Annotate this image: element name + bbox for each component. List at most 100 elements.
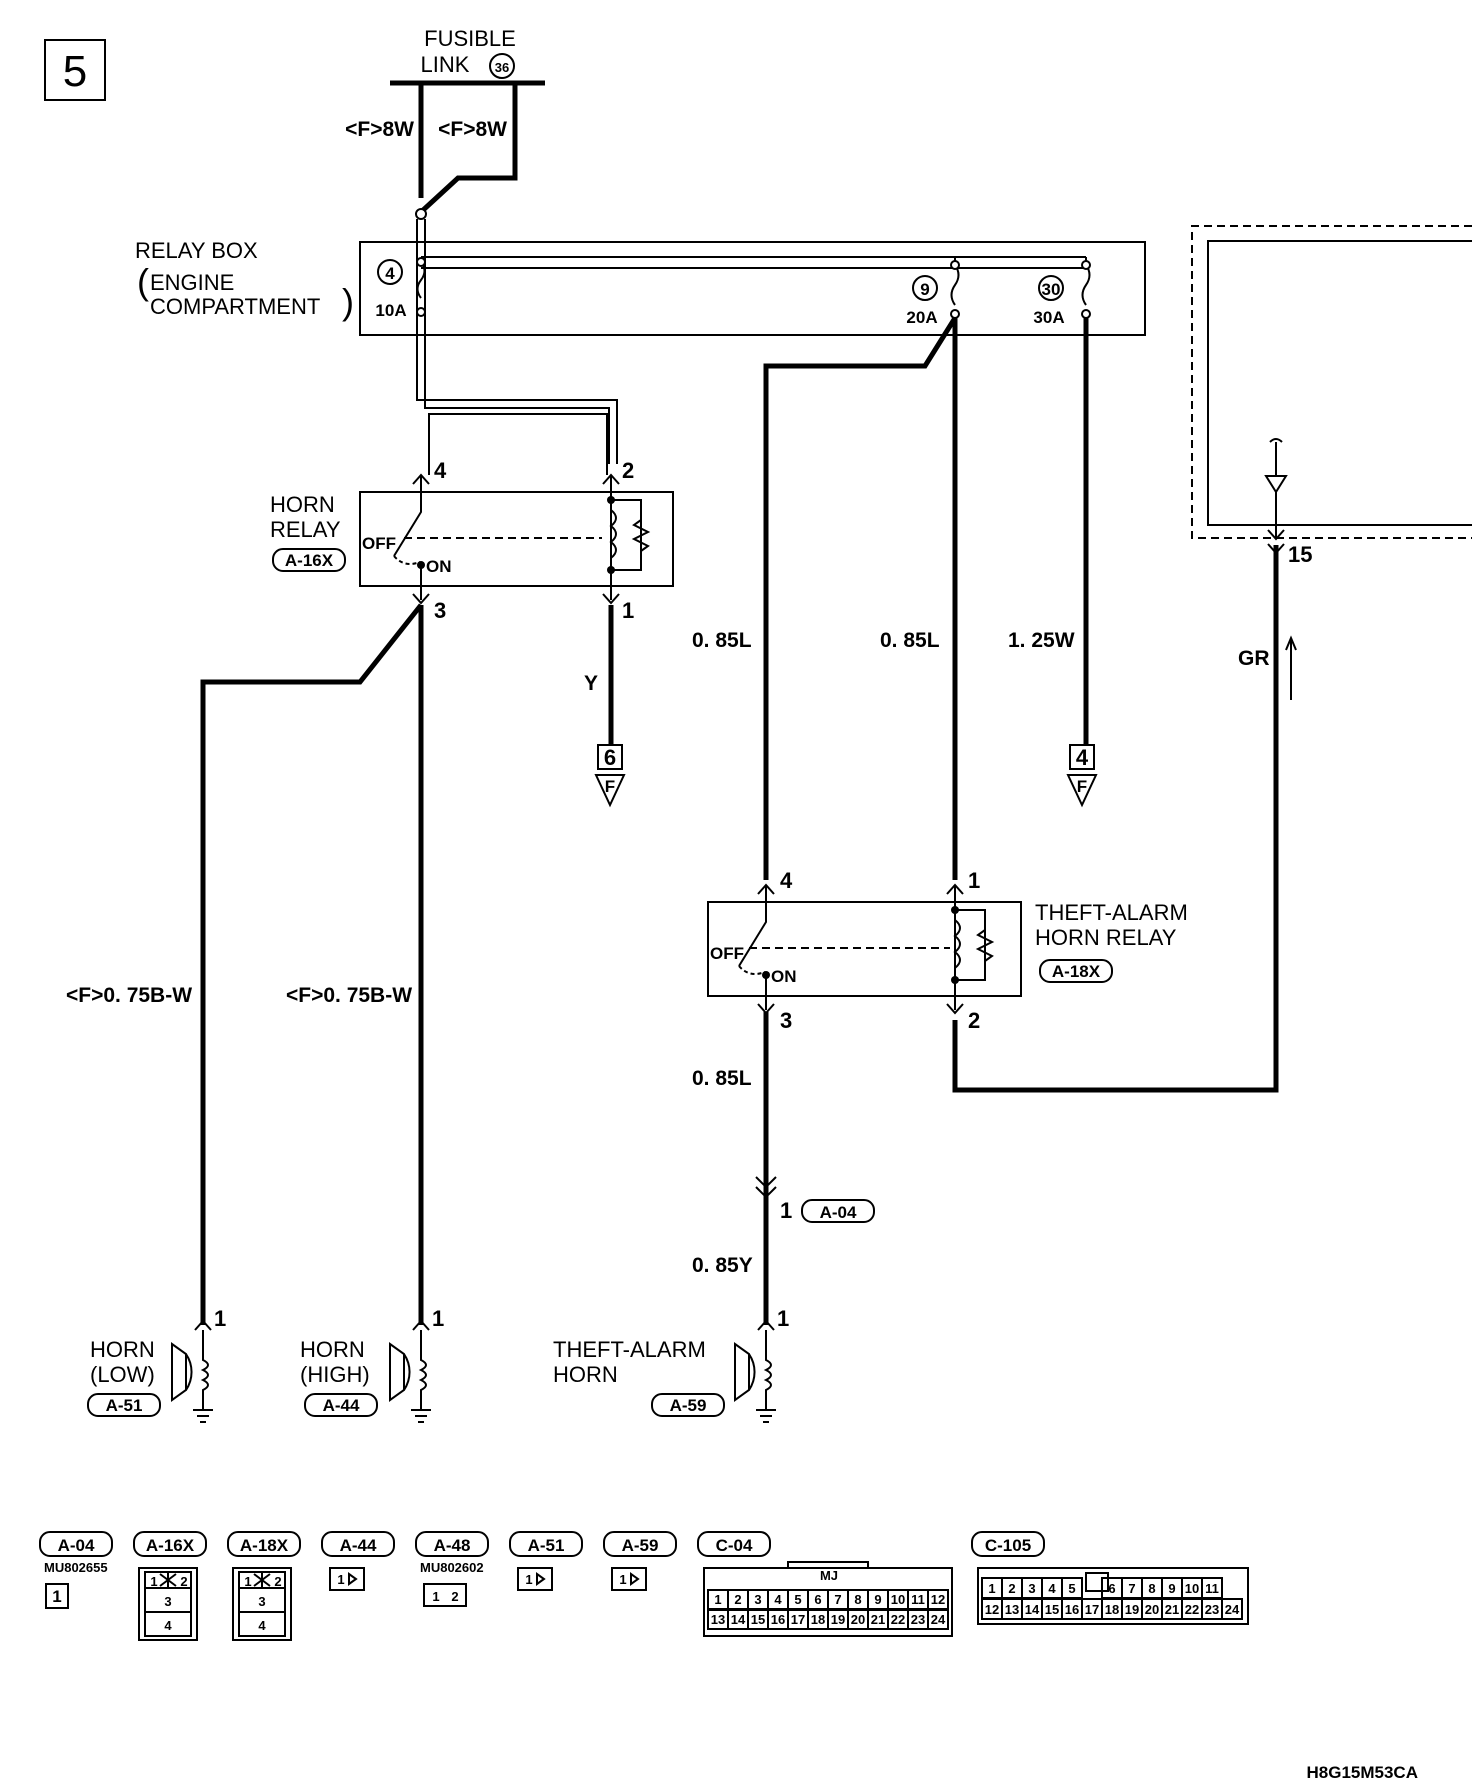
- ground-ref-6-triangle: [594, 774, 626, 808]
- horn-low-connector-tag: [87, 1393, 161, 1417]
- inline-connector-pin: 1: [780, 1198, 792, 1223]
- connector-legend: A-04 A-16X A-18X A-44 A-48 A-51 A-59 C-0…: [39, 1531, 1249, 1641]
- legend-a59-pin: 1: [619, 1572, 626, 1587]
- inline-connector-id: A-04: [820, 1203, 857, 1222]
- ecu-outline: [1191, 225, 1472, 539]
- legend-face-a18x: [232, 1567, 292, 1641]
- ground-ref-6-letter: F: [605, 777, 615, 796]
- legend-c105-pin: 7: [1128, 1581, 1135, 1596]
- legend-id-a48: A-48: [434, 1536, 471, 1555]
- relay-bus-drops: [954, 257, 1087, 265]
- horn-relay-feed-link: [428, 413, 608, 475]
- page-number: 5: [63, 47, 87, 96]
- fuse-9-terminal-bottom: [950, 309, 960, 319]
- ground-ref-4-letter: F: [1077, 777, 1087, 796]
- horn-relay-pin-1: 1: [622, 598, 634, 623]
- legend-tag-c105: [971, 1531, 1045, 1557]
- horn-low-label-2: (LOW): [90, 1362, 155, 1387]
- horn-low-pin-arrow: [194, 1319, 212, 1331]
- fusible-link-label: FUSIBLE: [424, 26, 516, 51]
- theft-horn-pin-arrow: [757, 1319, 775, 1331]
- legend-a59-key: [630, 1572, 640, 1586]
- horn-relay-label-2: RELAY: [270, 517, 341, 542]
- legend-face-a59: [611, 1567, 647, 1591]
- theft-relay-pin-4: 4: [780, 868, 793, 893]
- theft-relay-switch-arc: [738, 965, 766, 975]
- legend-c105-pin: 12: [985, 1602, 999, 1617]
- fuse-30-circle: [1038, 275, 1064, 301]
- horn-high-label-2: (HIGH): [300, 1362, 370, 1387]
- legend-c105-pin: 8: [1148, 1581, 1155, 1596]
- horn-relay-pin-arrows: [412, 473, 620, 605]
- legend-c04-pin: 18: [811, 1612, 825, 1627]
- inline-connector-arrows: [755, 1176, 777, 1199]
- ground-ref-6-box: [597, 744, 623, 770]
- legend-c04-pin: 13: [711, 1612, 725, 1627]
- legend-part-a04: MU802655: [44, 1560, 108, 1575]
- wire-fuse9-relay-pin4: [763, 316, 958, 880]
- legend-c04-pin: 19: [831, 1612, 845, 1627]
- wire-085l-1-label: 0. 85L: [692, 629, 752, 652]
- theft-horn-label: THEFT-ALARM: [553, 1337, 706, 1362]
- wire-y-label: Y: [584, 672, 598, 695]
- legend-c04-pin: 12: [931, 1592, 945, 1607]
- legend-face-a44: [329, 1567, 365, 1591]
- theft-relay-node-bottom: [951, 976, 959, 984]
- fuse-30-terminal-top: [1081, 260, 1091, 270]
- fuse-9-symbol: [950, 264, 960, 306]
- horn-low-label: HORN: [90, 1337, 155, 1362]
- horn-relay-box: [359, 491, 674, 587]
- theft-relay-node-top: [951, 906, 959, 914]
- theft-horn-connector-tag: [651, 1393, 725, 1417]
- legend-c04-pin: 20: [851, 1612, 865, 1627]
- fuse-9-number: 9: [920, 280, 929, 299]
- legend-a16x-pin-4: 4: [164, 1618, 172, 1633]
- horn-low-mouth: [171, 1342, 187, 1402]
- fusible-link-number: 36: [495, 60, 509, 75]
- fuse-9-circle: [912, 275, 938, 301]
- wire-125w-label: 1. 25W: [1008, 629, 1075, 652]
- ground-ref-6-number: 6: [604, 745, 616, 770]
- legend-face-a04: [45, 1583, 69, 1609]
- theft-horn-bell: [748, 1353, 756, 1391]
- theft-relay-pin-3: 3: [780, 1008, 792, 1033]
- legend-c04-pin: 4: [774, 1592, 782, 1607]
- legend-c105-pin: 5: [1068, 1581, 1075, 1596]
- legend-c04-cell: [927, 1609, 949, 1630]
- legend-id-c04: C-04: [716, 1536, 753, 1555]
- legend-c105-pin: 13: [1005, 1602, 1019, 1617]
- legend-c105-pin: 17: [1085, 1602, 1099, 1617]
- legend-a04-pin: 1: [52, 1587, 61, 1606]
- legend-c04-pin: 14: [731, 1612, 746, 1627]
- legend-c04-pin: 24: [931, 1612, 946, 1627]
- feed-wire-2-label: <F>8W: [438, 118, 507, 141]
- legend-c04-pin: 5: [794, 1592, 801, 1607]
- ecu-pin-15: 15: [1288, 542, 1312, 567]
- legend-c04-pin: 15: [751, 1612, 765, 1627]
- legend-c105-pin: 6: [1108, 1581, 1115, 1596]
- legend-c105-pin: 2: [1008, 1581, 1015, 1596]
- horn-relay-on: ON: [426, 557, 452, 576]
- legend-c105-pin: 16: [1065, 1602, 1079, 1617]
- legend-c04-pin: 11: [911, 1592, 925, 1607]
- legend-a48-pin-2: 2: [451, 1589, 458, 1604]
- legend-id-a51: A-51: [528, 1536, 565, 1555]
- legend-c105-pin: 15: [1045, 1602, 1059, 1617]
- horn-relay-connector: A-16X: [285, 551, 334, 570]
- legend-c105-pin: 21: [1165, 1602, 1179, 1617]
- theft-horn-label-2: HORN: [553, 1362, 618, 1387]
- theft-horn-mouth: [734, 1342, 750, 1402]
- theft-relay-label-2: HORN RELAY: [1035, 925, 1177, 950]
- legend-c105-housing: [977, 1567, 1249, 1625]
- wire-085l-3-label: 0. 85L: [692, 1067, 752, 1090]
- legend-tag-a04: [39, 1531, 113, 1557]
- legend-a18x-pin-3: 3: [258, 1594, 265, 1609]
- fuse-4-number: 4: [385, 264, 395, 283]
- relay-box-paren-left: (: [137, 261, 149, 302]
- legend-c04-housing: [703, 1567, 953, 1637]
- horn-relay-pin-3: 3: [434, 598, 446, 623]
- legend-c04-pin: 17: [791, 1612, 805, 1627]
- legend-c04-pin: 1: [714, 1592, 721, 1607]
- legend-a18x-pin-2: 2: [274, 1574, 281, 1589]
- horn-high-connector-tag: [304, 1393, 378, 1417]
